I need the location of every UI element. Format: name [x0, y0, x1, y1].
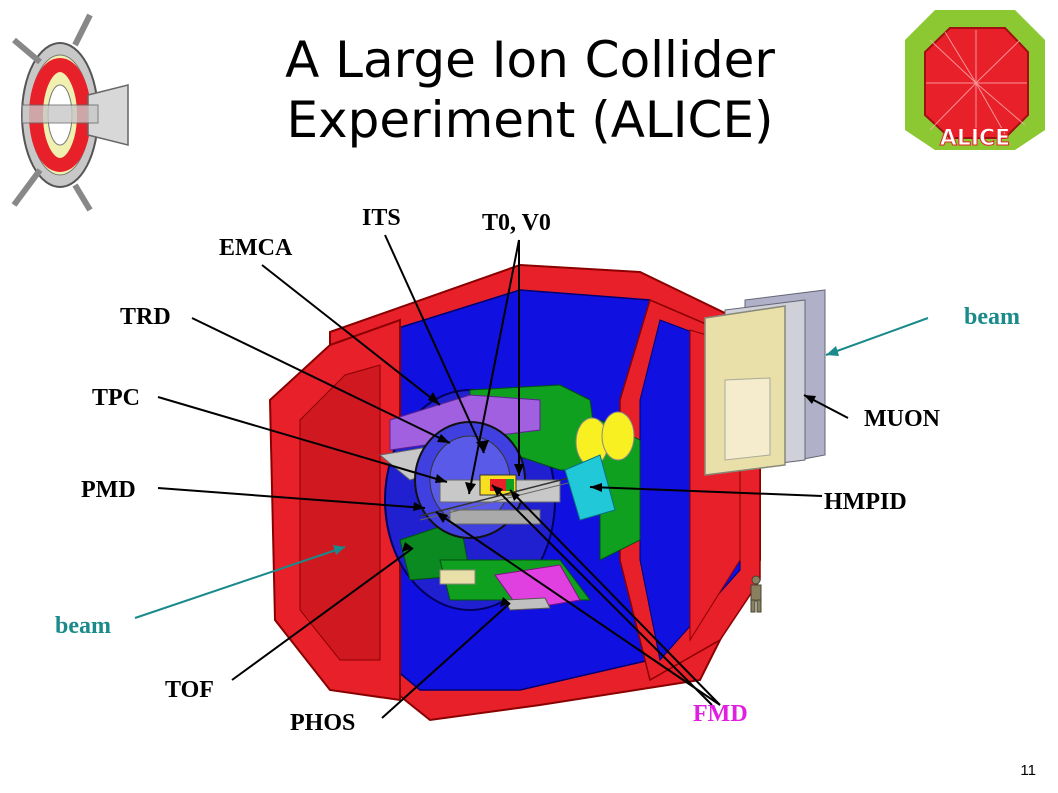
muon-chambers — [704, 289, 826, 476]
detector-thumbnail — [11, 13, 129, 212]
label-tof: TOF — [165, 677, 214, 703]
label-tpc: TPC — [92, 385, 140, 411]
slide-title: A Large Ion Collider Experiment (ALICE) — [180, 30, 880, 150]
label-phos: PHOS — [290, 710, 356, 736]
pointer-lines — [157, 234, 849, 719]
alice-logo: ALICE — [905, 10, 1045, 152]
label-fmd: FMD — [693, 701, 748, 727]
pointer-arrowheads — [402, 392, 816, 607]
label-beam-left: beam — [55, 613, 111, 639]
label-emca: EMCA — [219, 235, 293, 261]
page-number: 11 — [1020, 762, 1036, 779]
label-pmd: PMD — [81, 477, 136, 503]
title-line-2: Experiment (ALICE) — [286, 91, 774, 149]
label-hmpid: HMPID — [824, 489, 907, 515]
label-its: ITS — [362, 205, 401, 231]
title-line-1: A Large Ion Collider — [285, 31, 775, 89]
human-figure — [750, 575, 762, 613]
alice-logo-text: ALICE — [940, 126, 1010, 151]
label-muon: MUON — [864, 406, 940, 432]
label-beam-right: beam — [964, 304, 1020, 330]
label-t0-v0: T0, V0 — [482, 210, 551, 236]
label-trd: TRD — [120, 304, 171, 330]
beam-arrows — [134, 317, 929, 619]
